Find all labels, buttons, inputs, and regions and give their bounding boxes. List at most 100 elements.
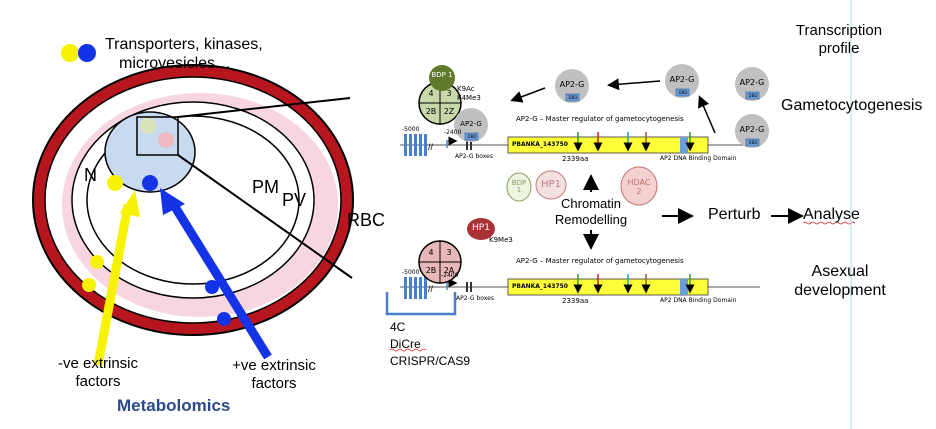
hdac2-faded-circle bbox=[620, 166, 658, 206]
ap2g-blob-1 bbox=[555, 69, 589, 103]
pos-factors-line-1: +ve extrinsic bbox=[232, 357, 316, 374]
hp1-bottom-circle bbox=[467, 218, 495, 240]
legend-line-2: microvesicles… bbox=[119, 55, 232, 72]
methods-bracket bbox=[385, 292, 457, 316]
bottom-domain-label: AP2 DNA Binding Domain bbox=[660, 297, 737, 304]
bottom-gene-body bbox=[507, 278, 709, 296]
arrow-ap2g-1-to-gene bbox=[510, 87, 546, 103]
pv-blue-dot-2 bbox=[217, 312, 231, 326]
top-boxes-label: AP2-G boxes bbox=[455, 153, 493, 160]
dbd-label-4: DBD bbox=[748, 140, 758, 145]
method-4c: 4C bbox=[390, 320, 406, 334]
top-histone-4: 4 bbox=[428, 89, 434, 98]
pos-factor-arrow-shaft bbox=[168, 199, 272, 360]
bottom-gene-title: AP2-G – Master regulator of gametocytoge… bbox=[516, 257, 684, 265]
analyse-squiggle bbox=[802, 221, 856, 225]
legend-line-1: Transporters, kinases, bbox=[105, 36, 263, 53]
hdac2-label-faded: HDAC 2 bbox=[627, 178, 651, 196]
nucleus-yellow-dot bbox=[107, 175, 123, 191]
neg-factors-line-2: factors bbox=[75, 373, 121, 390]
nucleus-green-dot bbox=[140, 118, 156, 134]
bottom-dbd-region bbox=[680, 279, 688, 295]
ap2g-label-1: AP2-G bbox=[559, 80, 585, 89]
bdp1-label-top: BDP 1 bbox=[431, 71, 453, 79]
arrow-ap2g-2-to-1 bbox=[607, 78, 661, 91]
top-ap2g-box-1 bbox=[466, 140, 468, 150]
arrow-gene-to-ap2g-up bbox=[698, 95, 716, 134]
zoom-line-top bbox=[177, 97, 351, 118]
hp1-faded-circle bbox=[535, 170, 567, 200]
top-gene-id: PBANKA_143750 bbox=[512, 141, 568, 148]
top-gene-body bbox=[507, 136, 709, 154]
bdp1-faded-circle bbox=[506, 172, 532, 202]
bottom-histone-4: 4 bbox=[428, 248, 434, 257]
top-gene-length: 2339aa bbox=[562, 155, 589, 163]
top-coord-mid: -2400 bbox=[444, 129, 462, 136]
pos-factor-arrowhead bbox=[160, 188, 185, 215]
label-rbc: RBC bbox=[347, 210, 386, 230]
bottom-coord-mid: -2400 bbox=[441, 272, 459, 279]
bdp1-top-circle bbox=[429, 65, 455, 91]
bottom-coord-left: -5000 bbox=[402, 269, 420, 276]
ap2g-blob-top-gene bbox=[454, 108, 488, 142]
dbd-tag-2 bbox=[675, 88, 690, 97]
neg-factors-line-1: -ve extrinsic bbox=[57, 355, 139, 372]
transcription-line-2: profile bbox=[818, 40, 860, 57]
ap2g-label-2: AP2-G bbox=[669, 75, 695, 84]
nucleus bbox=[104, 111, 196, 193]
analyse-label: Analyse bbox=[803, 206, 860, 223]
top-histone-2b: 2B bbox=[425, 107, 437, 116]
ap2g-blob-3 bbox=[735, 67, 769, 101]
legend-yellow-dot bbox=[61, 44, 79, 62]
hp1-label-faded: HP1 bbox=[541, 179, 561, 190]
metabolomics-label: Metabolomics bbox=[117, 396, 231, 415]
top-promoter-arrow bbox=[446, 136, 458, 148]
dbd-tag-top-gene bbox=[464, 132, 479, 141]
nucleus-pink-dot bbox=[158, 132, 174, 148]
legend-blue-dot bbox=[78, 44, 96, 62]
ap2g-blob-4 bbox=[735, 114, 769, 148]
bottom-ap2g-box-2 bbox=[470, 282, 472, 292]
top-coord-left: -5000 bbox=[402, 126, 420, 133]
top-gene-title: AP2-G – Master regulator of gametocytoge… bbox=[516, 115, 684, 123]
method-crispr: CRISPR/CAS9 bbox=[390, 354, 471, 368]
method-dicre: DiCre bbox=[390, 337, 421, 351]
bdp1-label-faded: BDP 1 bbox=[511, 179, 527, 194]
bottom-histone-2b: 2B bbox=[425, 266, 437, 275]
top-ap2g-box-2 bbox=[470, 140, 472, 150]
nucleus-blue-dot bbox=[142, 175, 158, 191]
zoom-box bbox=[136, 116, 179, 156]
bottom-histone-2a: 2A bbox=[443, 266, 455, 275]
top-dna-break: // bbox=[428, 142, 434, 152]
bottom-promoter-arrow bbox=[446, 278, 458, 290]
bottom-repeat-blocks bbox=[404, 277, 427, 299]
label-parasitophorous-vacuole: PV bbox=[282, 190, 307, 210]
ap2g-blob-2 bbox=[665, 64, 699, 98]
dbd-label-3: DBD bbox=[748, 93, 758, 98]
dbd-label-2: DBD bbox=[678, 90, 688, 95]
top-dbd-region bbox=[680, 137, 688, 153]
label-nucleus: N bbox=[84, 165, 97, 185]
top-histone-3: 3 bbox=[446, 89, 452, 98]
pv-yellow-dot-1 bbox=[90, 255, 104, 269]
bottom-dna-break: // bbox=[428, 284, 434, 294]
ap2g-label-4: AP2-G bbox=[739, 125, 765, 134]
ap2g-label-top-gene: AP2-G bbox=[460, 120, 482, 128]
bottom-nucleosome bbox=[418, 240, 462, 284]
asexual-line-1: Asexual bbox=[811, 263, 869, 280]
gametocytogenesis-label: Gametocytogenesis bbox=[781, 97, 923, 114]
dbd-tag-4 bbox=[745, 138, 760, 147]
bottom-histone-3: 3 bbox=[446, 248, 452, 257]
top-domain-label: AP2 DNA Binding Domain bbox=[660, 155, 737, 162]
top-histone-2z: 2Z bbox=[443, 107, 455, 116]
label-plasma-membrane: PM bbox=[252, 177, 279, 197]
chromatin-line-2: Remodelling bbox=[554, 212, 628, 227]
pos-factors-line-2: factors bbox=[251, 375, 297, 392]
bottom-ap2g-box-1 bbox=[466, 282, 468, 292]
bottom-mark-k9me3: K9Me3 bbox=[489, 236, 513, 244]
dbd-tag-1 bbox=[565, 93, 580, 102]
transcription-line-1: Transcription bbox=[795, 22, 883, 39]
top-repeat-blocks bbox=[404, 134, 427, 156]
perturb-label: Perturb bbox=[708, 206, 761, 223]
dbd-label-top-gene: DBD bbox=[467, 134, 477, 139]
